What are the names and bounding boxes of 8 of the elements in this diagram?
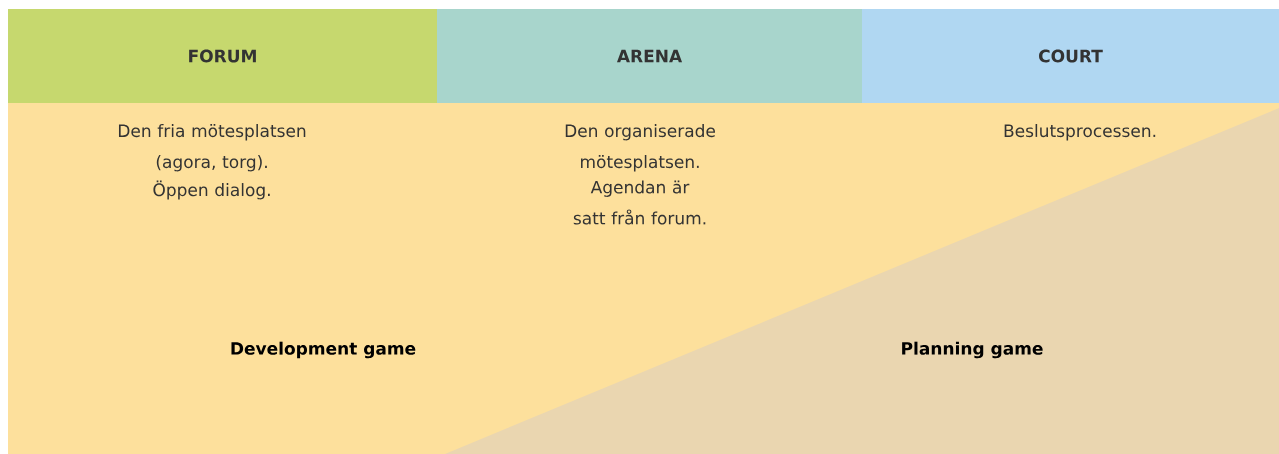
description-text: Den organiserade mötesplatsen. [565,124,715,172]
description-text: Beslutsprocessen. [1004,124,1156,141]
column-header: COURT [862,9,1279,103]
description-text: Agendan är satt från forum. [573,180,706,225]
description-text: Öppen dialog. [153,180,270,200]
column-header: FORUM [8,9,437,103]
column-header: ARENA [437,9,862,103]
description-text: Den fria mötesplatsen (agora, torg). [119,124,306,172]
